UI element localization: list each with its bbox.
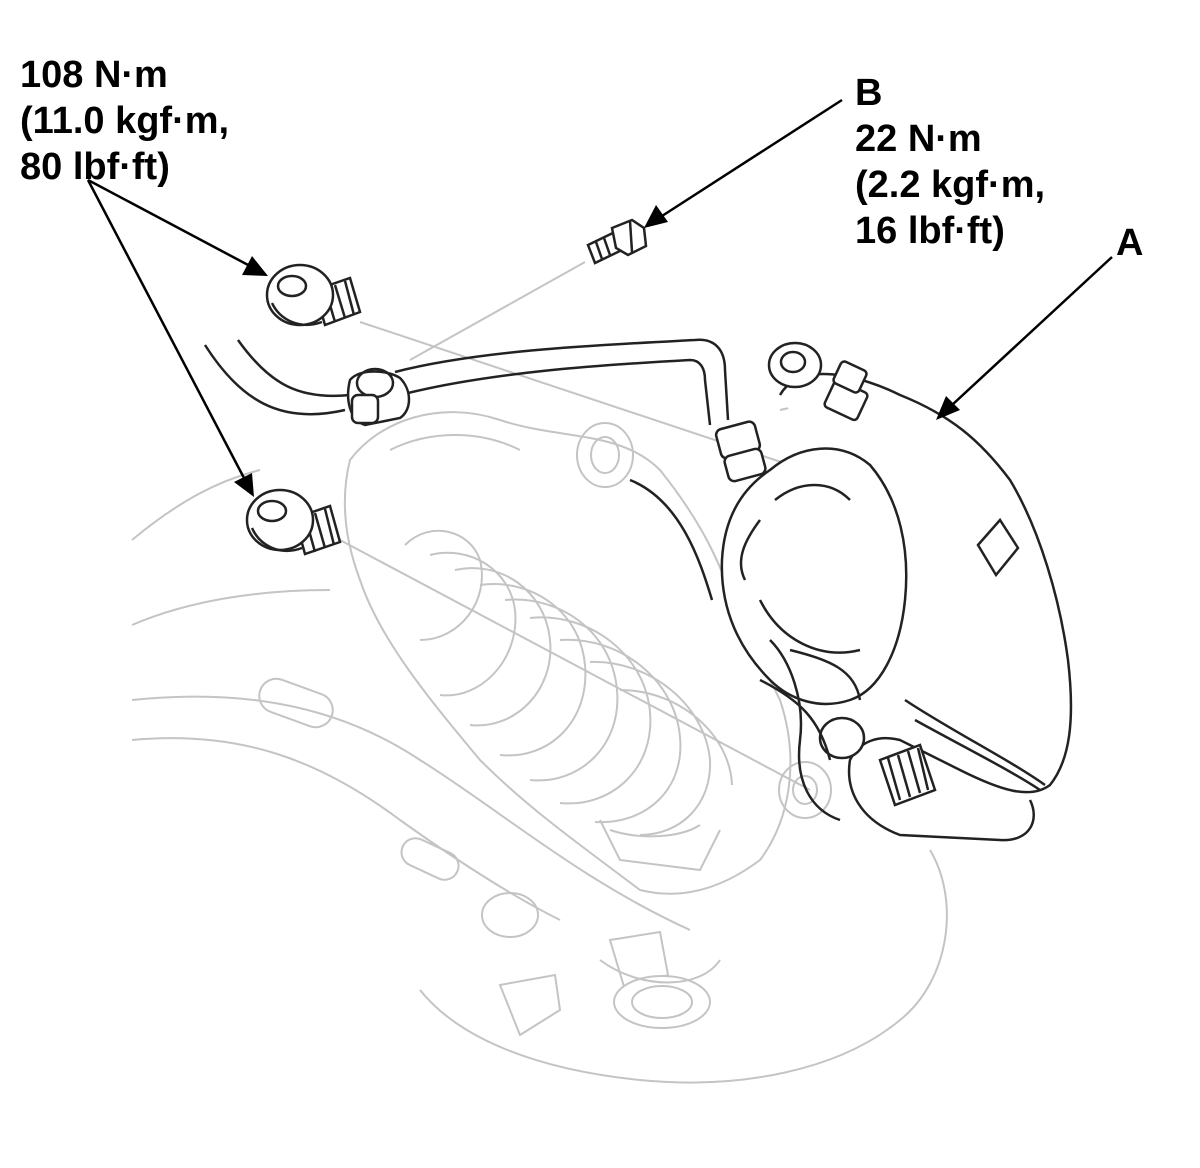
banjo-bolt-torque-nm: 22 N·m — [855, 118, 982, 160]
bracket-bolt-lower — [245, 488, 342, 556]
bracket-bolt-upper — [265, 263, 362, 327]
bracket-bolt-torque-nm: 108 N·m — [20, 54, 168, 96]
banjo-bolt-label: B 22 N·m (2.2 kgf·m, 16 lbf·ft) — [855, 70, 1045, 254]
caliper-label: A — [1116, 220, 1143, 266]
banjo-bolt-torque-kgf: (2.2 kgf·m, — [855, 164, 1046, 206]
knuckle-and-arm-background — [131, 402, 1001, 1084]
bracket-bolt-torque-label: 108 N·m (11.0 kgf·m, 80 lbf·ft) — [20, 52, 229, 190]
brake-hose — [203, 338, 767, 483]
leader-lines — [86, 98, 1113, 497]
banjo-bolt — [586, 218, 648, 265]
bracket-bolt-torque-lbf: 80 lbf·ft) — [20, 146, 170, 188]
caliper-letter: A — [1116, 222, 1144, 264]
banjo-bolt-torque-lbf: 16 lbf·ft) — [855, 210, 1005, 252]
brake-caliper — [629, 341, 1073, 842]
banjo-bolt-letter: B — [855, 72, 883, 114]
bracket-bolt-torque-kgf: (11.0 kgf·m, — [20, 100, 230, 142]
